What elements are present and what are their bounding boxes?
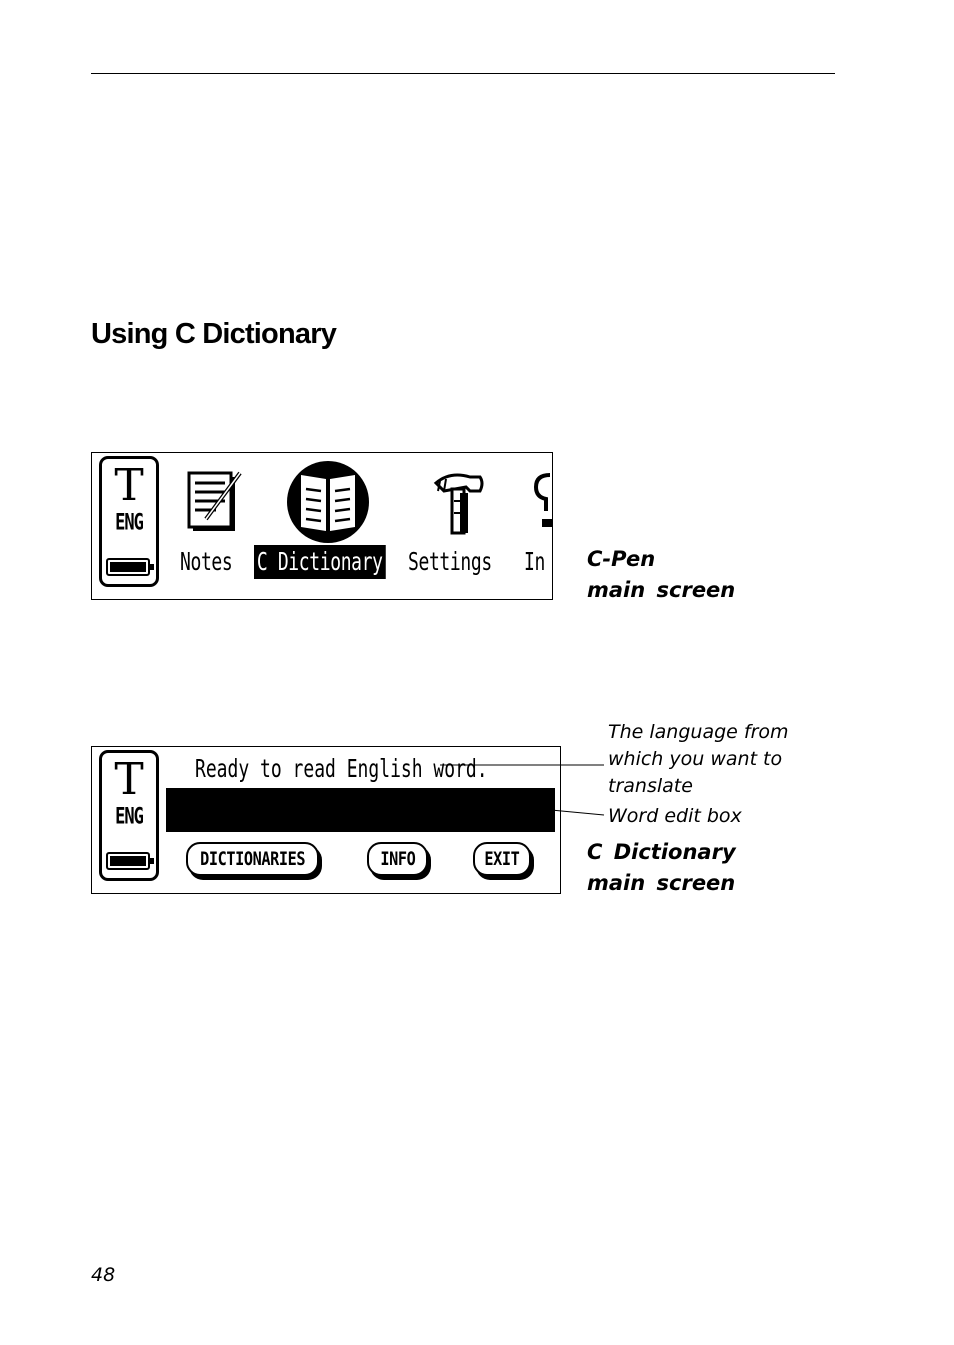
notepad-icon[interactable] <box>186 467 244 537</box>
top-rule <box>91 73 835 74</box>
menu-item-c-dictionary[interactable]: C Dictionary <box>254 545 386 579</box>
menu-item-notes[interactable]: Notes <box>180 547 233 576</box>
callout-language-line3: translate <box>608 775 693 797</box>
language-indicator: ENG <box>115 804 144 830</box>
ready-message: Ready to read English word. <box>195 754 488 783</box>
dictionary-caption-line1: C Dictionary <box>587 840 736 864</box>
dictionary-main-screen: T ENG Ready to read English word. DICTIO… <box>91 746 561 894</box>
status-panel: T ENG <box>99 750 159 881</box>
cpen-caption-line2: main screen <box>587 578 736 602</box>
text-mode-glyph: T <box>114 754 144 805</box>
menu-item-info[interactable]: In <box>524 547 545 576</box>
word-edit-box[interactable] <box>166 788 555 832</box>
callout-language-line2: which you want to <box>608 748 783 770</box>
hammer-icon[interactable] <box>430 469 486 537</box>
dictionary-caption-line2: main screen <box>587 871 736 895</box>
info-button[interactable]: INFO <box>367 842 428 876</box>
info-icon[interactable] <box>530 471 553 533</box>
book-icon[interactable] <box>285 459 371 543</box>
page-number: 48 <box>91 1264 116 1286</box>
callout-language-line1: The language from <box>608 721 789 743</box>
exit-button[interactable]: EXIT <box>473 842 531 876</box>
battery-icon <box>106 558 154 576</box>
battery-icon <box>106 852 154 870</box>
status-panel: T ENG <box>99 456 159 587</box>
cpen-caption-line1: C-Pen <box>587 547 656 571</box>
callout-word-edit-box: Word edit box <box>608 805 742 827</box>
text-mode-glyph: T <box>114 460 144 511</box>
cpen-main-screen: T ENG Notes C Dictionary Sett <box>91 452 553 600</box>
language-indicator: ENG <box>115 510 144 536</box>
section-heading: Using C Dictionary <box>91 318 337 350</box>
menu-item-settings[interactable]: Settings <box>408 547 492 576</box>
dictionaries-button[interactable]: DICTIONARIES <box>186 842 319 876</box>
